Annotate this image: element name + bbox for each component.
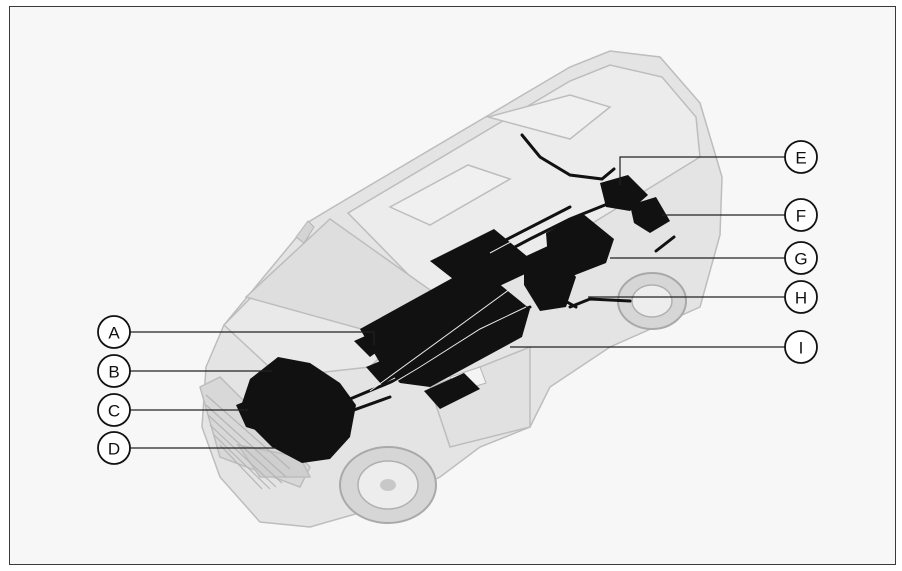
component-f — [630, 197, 670, 233]
callout-b-label: B — [108, 363, 119, 382]
callout-d: D — [97, 431, 131, 465]
vehicle-components-diagram: A B C D E F G H I — [97, 50, 818, 528]
callout-h: H — [784, 280, 818, 314]
callout-g-label: G — [794, 250, 807, 269]
grille-slats — [205, 394, 291, 490]
callout-g: G — [784, 241, 818, 275]
leader-a — [130, 331, 375, 345]
callout-d-label: D — [108, 440, 120, 459]
callout-a-label: A — [108, 324, 120, 343]
callout-f-label: F — [796, 207, 806, 226]
diagram-frame: A B C D E F G H I — [9, 6, 896, 565]
wiring — [308, 133, 676, 429]
callout-e: E — [784, 140, 818, 174]
leader-e — [619, 156, 785, 185]
components — [236, 175, 670, 463]
side-mirror — [295, 220, 315, 244]
engine-lower — [236, 397, 272, 433]
battery-pack — [360, 265, 530, 387]
callout-e-label: E — [795, 149, 806, 168]
rear-wheel — [617, 272, 687, 330]
callout-h-label: H — [795, 289, 807, 308]
wiring-highlights — [359, 220, 551, 404]
engine-block — [242, 357, 356, 463]
component-e — [600, 175, 648, 211]
callout-a: A — [97, 315, 131, 349]
callout-c-label: C — [108, 402, 120, 421]
callout-i: I — [784, 330, 818, 364]
callout-b: B — [97, 354, 131, 388]
front-wheel — [339, 446, 437, 524]
component-h — [524, 245, 576, 311]
leader-lines — [130, 156, 785, 449]
callout-c: C — [97, 393, 131, 427]
callout-f: F — [784, 198, 818, 232]
callout-i-label: I — [799, 339, 804, 358]
